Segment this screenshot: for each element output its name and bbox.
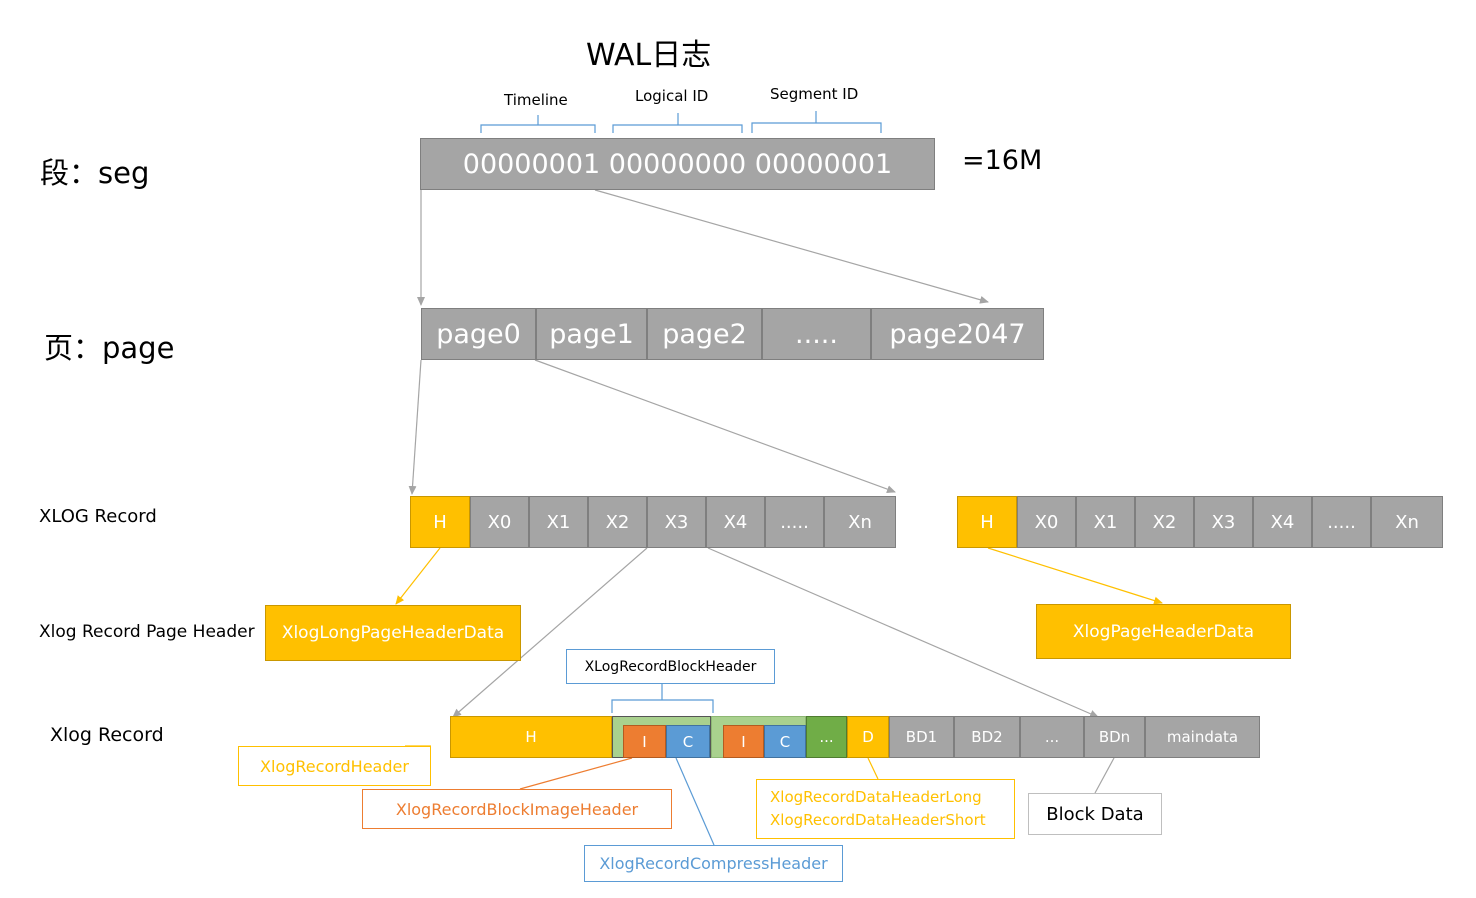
xlog-record-row-label: XLOG Record [39,506,157,527]
image-header-callout: XlogRecordBlockImageHeader [362,789,672,829]
segment-size: =16M [962,145,1043,176]
xlog-right-cell: Xn [1371,496,1443,548]
xlog-right-cell: X2 [1135,496,1194,548]
data-header-long-text: XlogRecordDataHeaderLong [770,788,982,806]
page-header-box: XlogPageHeaderData [1036,604,1291,659]
maindata-cell: maindata [1145,716,1260,758]
block-compress-header-cell: C [666,725,710,758]
block-data-cell: ... [1020,716,1084,758]
page-cell: page2 [647,308,762,360]
page-cell: page2047 [871,308,1044,360]
xlog-left-cell: X0 [470,496,529,548]
long-page-header-box: XlogLongPageHeaderData [265,605,521,661]
xlog-right-cell: H [957,496,1017,548]
data-header-short-text: XlogRecordDataHeaderShort [770,811,986,829]
block-compress-header-cell: C [764,725,806,758]
data-header-callout: XlogRecordDataHeaderLong XlogRecordDataH… [756,779,1015,839]
xlog-right-cell: ..... [1312,496,1371,548]
page-cell: page1 [536,308,647,360]
block-image-header-cell: I [723,725,764,758]
block-header-callout: XLogRecordBlockHeader [566,649,775,684]
block-data-cell: BD1 [889,716,954,758]
xlog-left-cell: ..... [765,496,824,548]
page-label: 页：page [44,331,175,365]
xlog-right-cell: X1 [1076,496,1135,548]
field-logical-id: Logical ID [635,87,709,105]
block-data-callout: Block Data [1028,793,1162,835]
block-data-cell: BD2 [954,716,1020,758]
block-data-cell: BDn [1084,716,1145,758]
field-segment-id: Segment ID [770,85,859,103]
segment-label: 段：seg [40,156,150,190]
xlog-right-cell: X0 [1017,496,1076,548]
page-cell: page0 [421,308,536,360]
xlog-left-cell: X2 [588,496,647,548]
data-header-cell: D [847,716,889,758]
xlog-left-cell: H [410,496,470,548]
xlog-left-cell: X4 [706,496,765,548]
field-timeline: Timeline [504,91,568,109]
xlog-record-label: Xlog Record [50,724,164,746]
xlog-left-cell: X3 [647,496,706,548]
block-image-header-cell: I [623,725,666,758]
segment-id-box: 00000001 00000000 00000001 [420,138,935,190]
record-header-callout: XlogRecordHeader [238,746,431,786]
page-cell: ..... [762,308,871,360]
xlog-left-cell: X1 [529,496,588,548]
xlog-right-cell: X3 [1194,496,1253,548]
compress-header-callout: XlogRecordCompressHeader [584,845,843,882]
page-header-label: Xlog Record Page Header [39,622,255,642]
diagram-title: WAL日志 [586,38,712,73]
more-blocks-cell: ... [806,716,847,758]
xlog-right-cell: X4 [1253,496,1312,548]
record-header-cell: H [450,716,612,758]
xlog-left-cell: Xn [824,496,896,548]
